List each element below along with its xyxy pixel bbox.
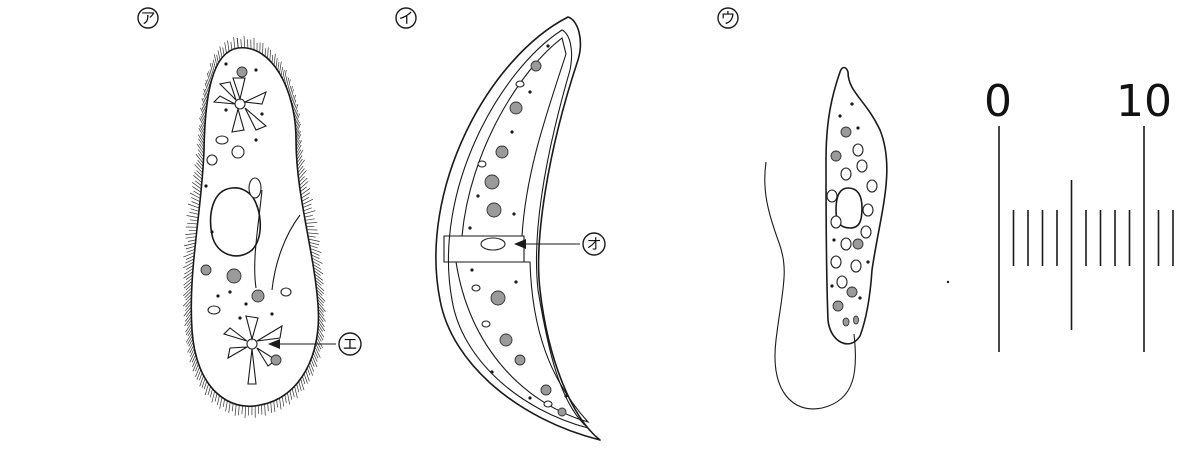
label-a: ア <box>138 8 158 28</box>
nucleus-a <box>211 188 261 256</box>
svg-text:オ: オ <box>586 235 601 253</box>
label-i: イ <box>396 8 416 28</box>
svg-text:ア: ア <box>140 9 155 27</box>
organism-u: ウ <box>718 8 949 409</box>
oral-groove <box>255 190 300 290</box>
cilia <box>183 36 325 418</box>
label-e: エ <box>339 333 361 355</box>
svg-text:エ: エ <box>342 335 357 353</box>
micronucleus <box>249 178 261 198</box>
nucleus-i <box>481 238 505 250</box>
micrometer-scale: 0 10 <box>984 76 1173 352</box>
scale-ticks <box>999 126 1173 352</box>
contractile-vacuole-top <box>214 78 266 132</box>
cell-outline-i <box>436 17 600 440</box>
svg-text:ウ: ウ <box>720 9 735 27</box>
label-o: オ <box>583 233 605 255</box>
scale-label-0: 0 <box>984 76 1012 127</box>
label-u: ウ <box>718 8 738 28</box>
organism-a: ア <box>138 8 361 418</box>
svg-text:イ: イ <box>398 9 413 27</box>
organism-i: イ <box>396 8 605 440</box>
contractile-vacuole-bottom <box>224 316 282 384</box>
scale-label-10: 10 <box>1116 76 1172 127</box>
